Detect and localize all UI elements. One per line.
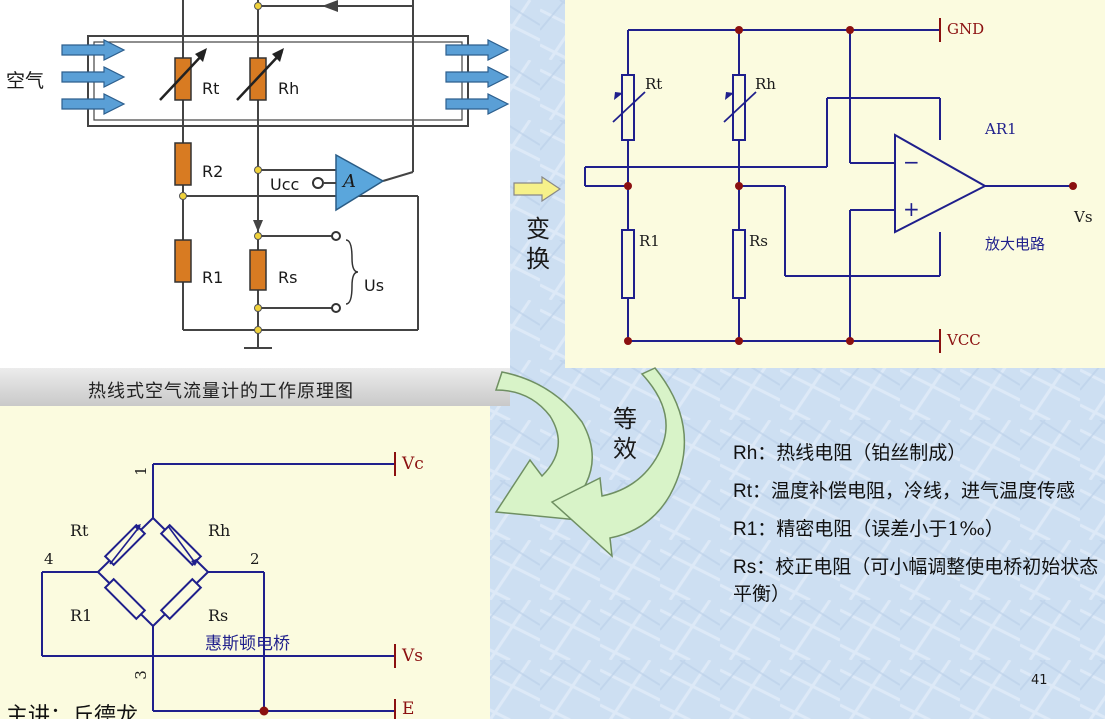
us-label: Us xyxy=(364,276,385,295)
note-rs: Rs：校正电阻（可小幅调整使电桥初始状态平衡） xyxy=(733,556,1099,605)
ucc-label: Ucc xyxy=(270,175,300,194)
e-label: E xyxy=(402,699,415,719)
vc-label: Vc xyxy=(402,454,424,474)
bridge-rs-label: Rs xyxy=(208,606,229,625)
r1-label: R1 xyxy=(202,268,224,287)
minus-input-label: − xyxy=(903,150,920,174)
rh-label: Rh xyxy=(278,79,300,98)
air-label: 空气 xyxy=(6,70,45,92)
bridge-node-2: 2 xyxy=(250,550,260,568)
bridge-vs-label: Vs xyxy=(402,646,424,666)
note-rh: Rh：热线电阻（铂丝制成） xyxy=(733,442,967,464)
amp-label: A xyxy=(343,171,356,192)
ar1-label: AR1 xyxy=(985,120,1017,138)
bridge-name: 惠斯顿电桥 xyxy=(205,634,290,654)
airflow-meter-drawing xyxy=(61,0,510,349)
equivalence-arrows-icon xyxy=(494,367,686,558)
bridge-r1-label: R1 xyxy=(70,606,93,625)
bridge-rt-label: Rt xyxy=(70,521,89,540)
amplifier-caption: 放大电路 xyxy=(985,235,1046,253)
page-number: 41 xyxy=(1031,673,1048,688)
r1-schematic-label: R1 xyxy=(639,232,660,250)
amplifier-schematic: GND VCC Rt Rh R1 Rs AR1 − + Vs 放大电路 xyxy=(565,0,1105,368)
vcc-label: VCC xyxy=(947,331,981,349)
rs-label: Rs xyxy=(278,268,298,287)
note-rt: Rt：温度补偿电阻，冷线，进气温度传感 xyxy=(733,480,1076,502)
bridge-node-4: 4 xyxy=(44,550,54,568)
gnd-label: GND xyxy=(947,20,985,38)
bridge-node-3: 3 xyxy=(131,670,150,680)
amplifier-schematic-drawing xyxy=(584,18,1077,353)
rh-schematic-label: Rh xyxy=(755,75,776,93)
rt-label: Rt xyxy=(202,79,220,98)
bridge-node-1: 1 xyxy=(131,466,150,476)
equivalence-label: 等效 xyxy=(613,405,637,463)
speaker-credit: 主讲：丘德龙 xyxy=(6,704,139,719)
r2-label: R2 xyxy=(202,162,224,181)
airflow-meter-diagram: 空气 Rt Rh R2 Ucc A R1 Rs Us xyxy=(0,0,510,368)
caption-bar xyxy=(0,368,510,406)
component-notes: Rh：热线电阻（铂丝制成） Rt：温度补偿电阻，冷线，进气温度传感 R1：精密电… xyxy=(733,440,1103,619)
diagram-caption: 热线式空气流量计的工作原理图 xyxy=(88,381,354,402)
bridge-drawing xyxy=(41,452,396,719)
wheatstone-bridge: 1 4 2 3 Rt Rh R1 Rs 惠斯顿电桥 Vc Vs E 主讲：丘德龙 xyxy=(0,406,490,719)
rt-schematic-label: Rt xyxy=(645,75,663,93)
transform-arrow-icon xyxy=(513,176,562,202)
rs-schematic-label: Rs xyxy=(749,232,768,250)
vs-output-label: Vs xyxy=(1074,208,1093,226)
note-r1: R1：精密电阻（误差小于1‰） xyxy=(733,518,1004,540)
bridge-rh-label: Rh xyxy=(208,521,231,540)
plus-input-label: + xyxy=(903,197,920,221)
transform-label: 变换 xyxy=(526,215,550,273)
